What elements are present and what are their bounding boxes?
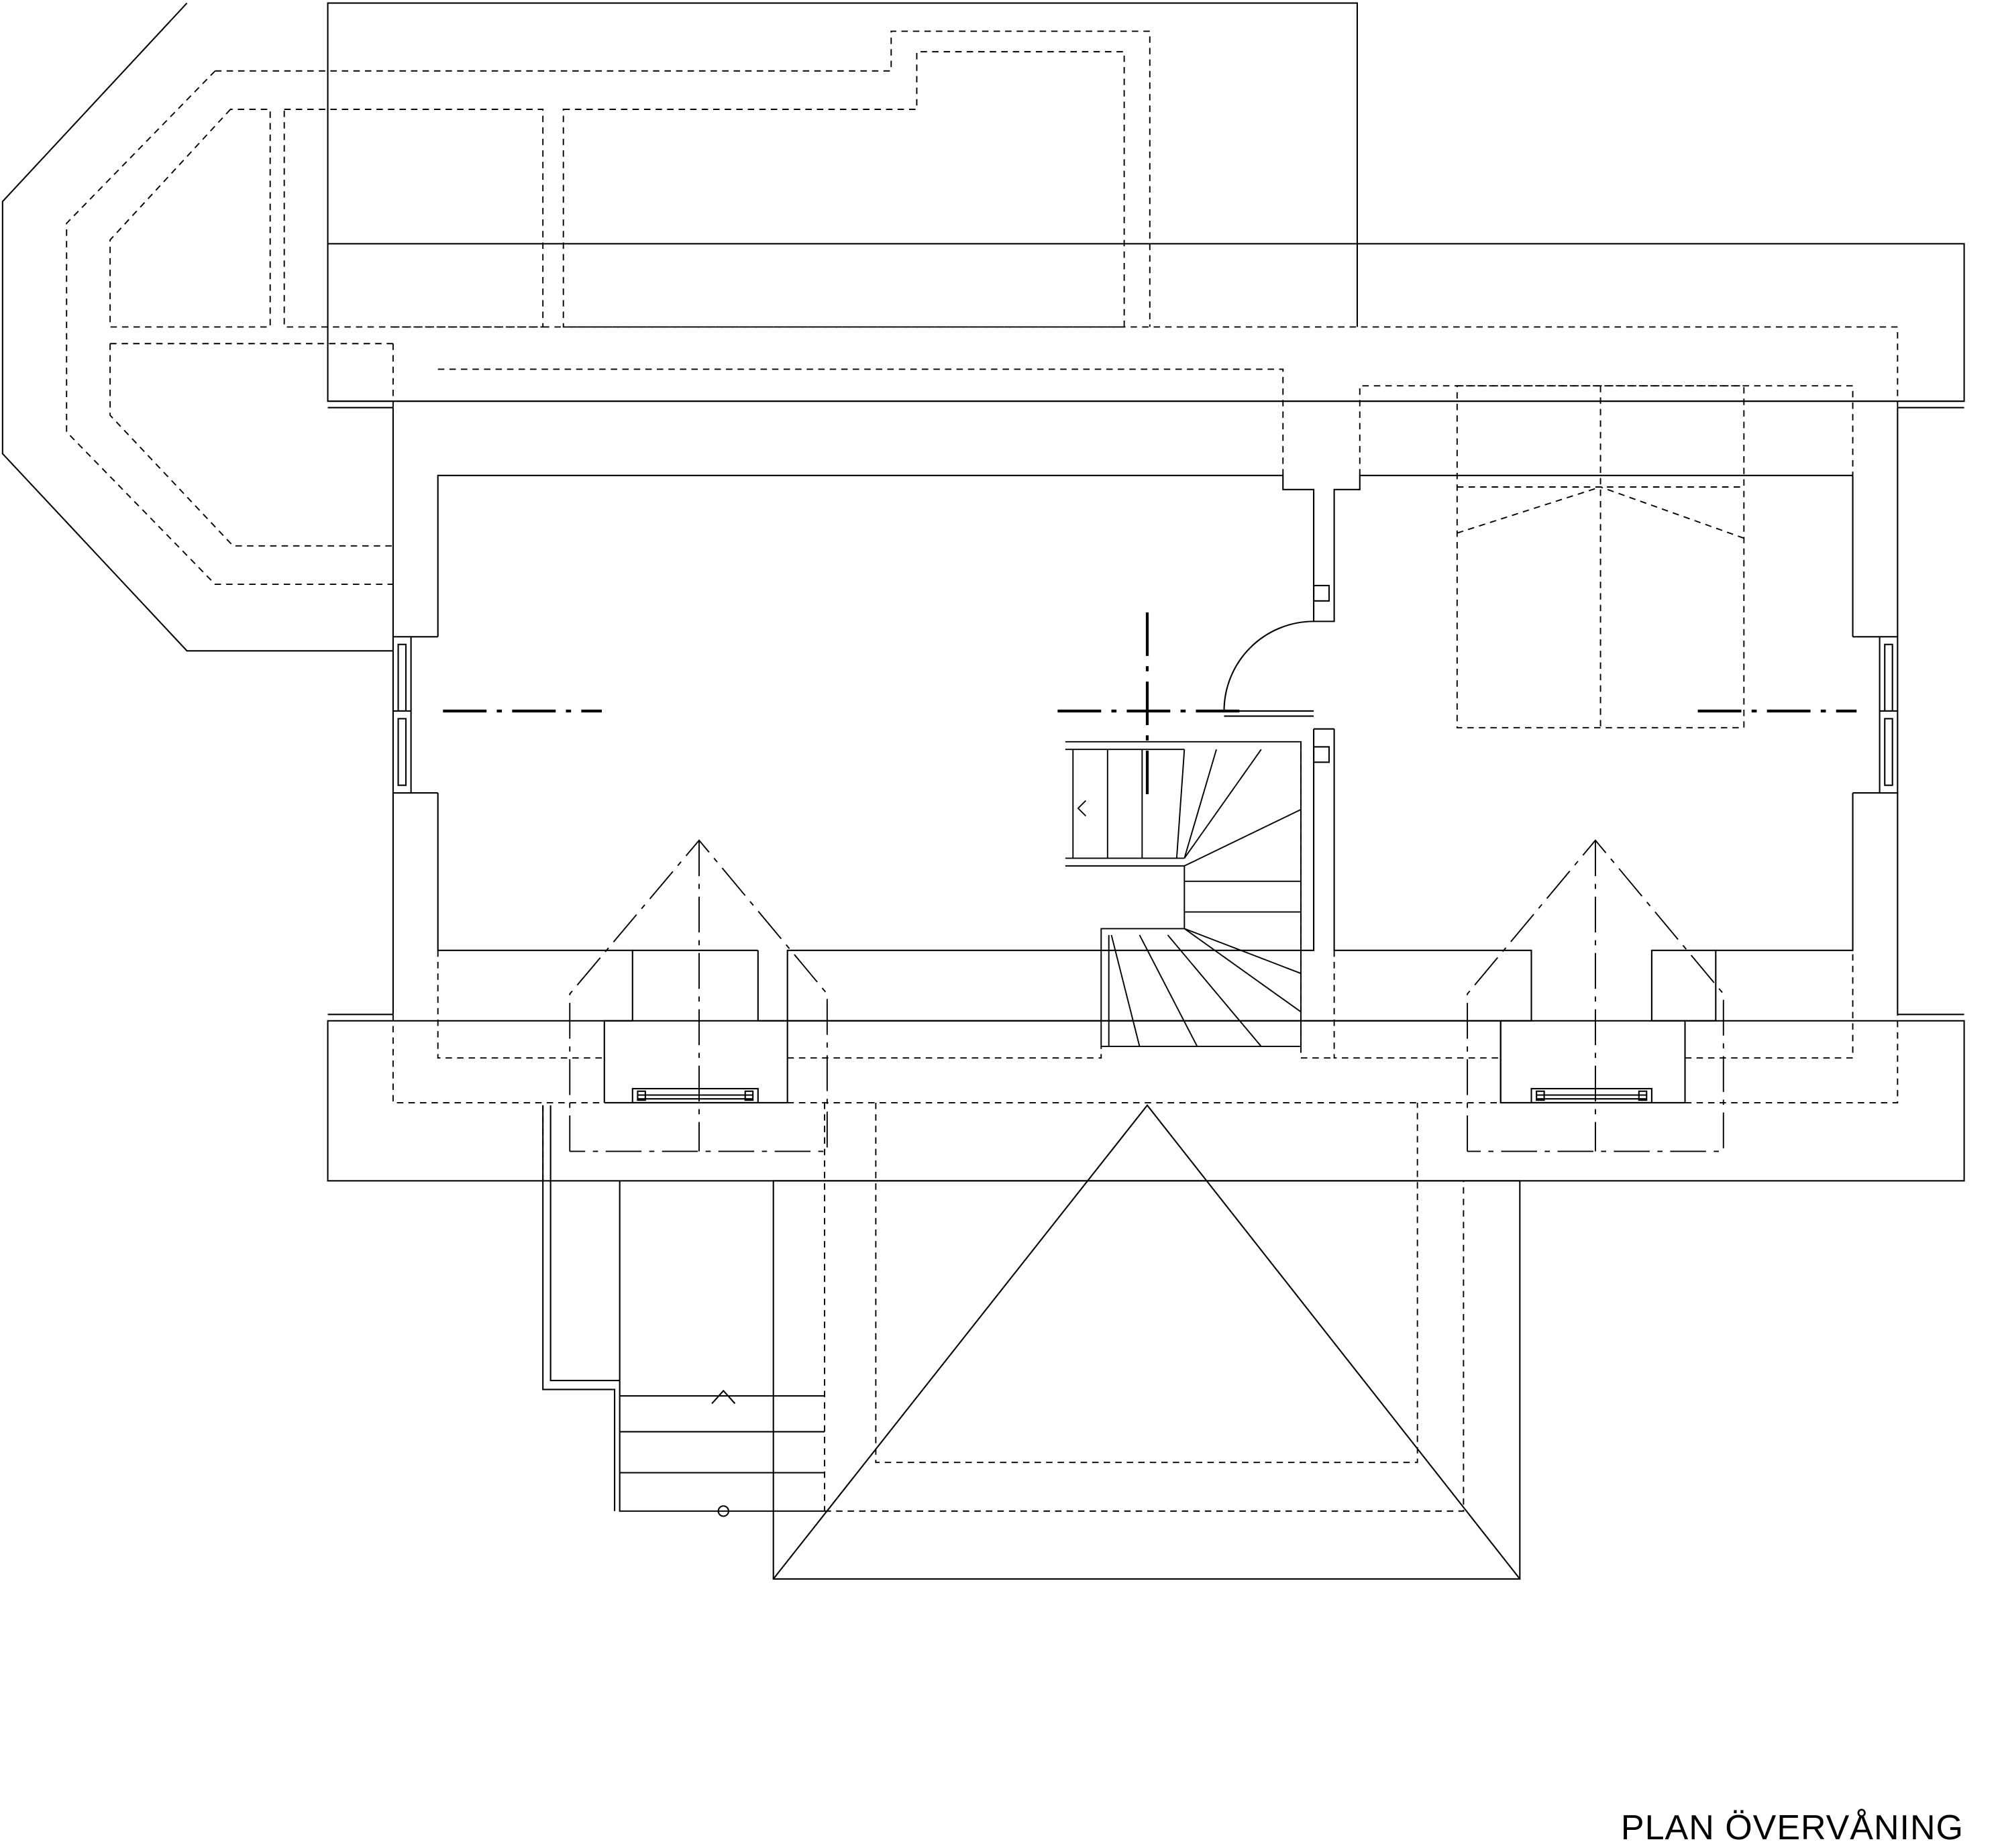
roof-outline: [1, 2, 1965, 1182]
staircase: [1065, 741, 1302, 1047]
center-lines: [569, 839, 1724, 1152]
gable-window-right: [1852, 636, 1899, 794]
interior-walls: [437, 474, 1854, 1104]
dormer-window-left: [631, 1087, 759, 1104]
gable-window-left: [392, 636, 438, 794]
drawing-title: PLAN ÖVERVÅNING: [1620, 1808, 1964, 1847]
dormer-window-right: [1530, 1087, 1652, 1104]
door-swing: [1223, 620, 1314, 717]
hidden-lines: [66, 30, 1899, 1512]
exterior-walls: [327, 400, 1964, 1015]
section-markers: [443, 612, 1857, 797]
entrance-canopy: [542, 1104, 1521, 1580]
